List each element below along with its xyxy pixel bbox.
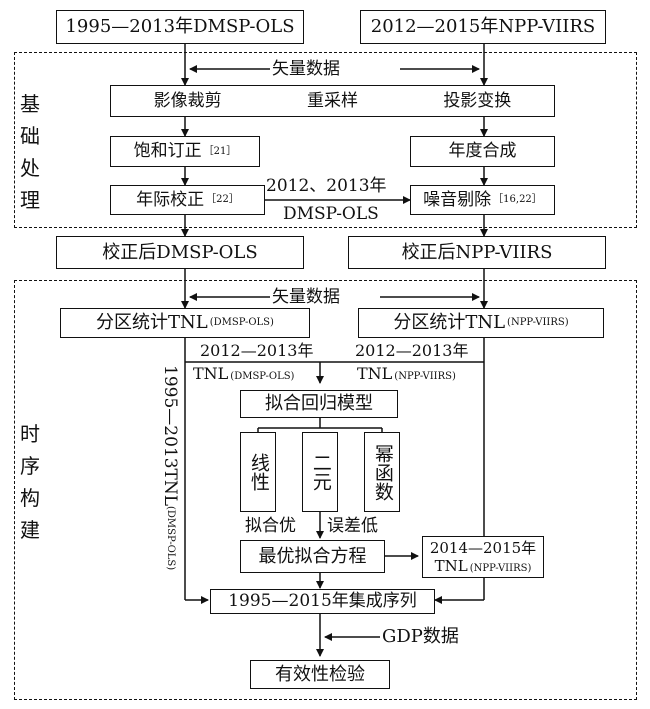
tnl-dmsp-label: TNL(DMSP-OLS) [193, 364, 295, 383]
intercalibration-label: 年际校正 [136, 189, 205, 210]
linear-label: 线性 [247, 453, 270, 491]
vector-data-label-2: 矢量数据 [272, 287, 340, 307]
denoise-box: 噪音剔除［16,22］ [410, 185, 555, 215]
power-label: 幂函数 [371, 443, 394, 501]
intercalibration-box: 年际校正［22］ [110, 185, 265, 215]
time-series-label: 时序构建 [20, 422, 40, 542]
quadratic-box: 二元 [302, 432, 338, 512]
tnl-viirs-main: TNL [357, 364, 393, 383]
corrected-dmsp-box: 校正后DMSP-OLS [56, 236, 304, 269]
viirs-1415-sub: (NPP-VIIRS) [469, 563, 532, 574]
zonal-viirs-box: 分区统计TNL(NPP-VIIRS) [358, 308, 604, 338]
tnl-dmsp-sub: (DMSP-OLS) [230, 371, 295, 382]
validation-label: 有效性检验 [275, 663, 365, 685]
saturation-ref: ［21］ [203, 145, 237, 157]
annual-composite-label: 年度合成 [448, 141, 517, 161]
quadratic-label: 二元 [309, 453, 332, 491]
tnl-dmsp-main: TNL [193, 364, 229, 383]
zonal-dmsp-box: 分区统计TNL(DMSP-OLS) [60, 308, 310, 338]
project-label: 投影变换 [443, 90, 512, 111]
dmsp-input-box: 1995—2013年DMSP-OLS [56, 10, 304, 44]
fit-best-label: 拟合优 [245, 516, 296, 536]
viirs-1415-box: 2014—2015年 TNL(NPP-VIIRS) [422, 536, 544, 578]
basic-processing-region [14, 52, 637, 228]
viirs-1415-main: TNL [434, 557, 468, 575]
denoise-label: 噪音剔除 [423, 189, 492, 210]
basic-processing-label: 基础处理 [20, 92, 40, 212]
viirs-1415-tnl: TNL(NPP-VIIRS) [435, 557, 532, 575]
clip-label: 影像裁剪 [153, 90, 222, 111]
integrated-series-box: 1995—2015年集成序列 [210, 589, 435, 614]
time-series-region [14, 280, 637, 700]
zonal-dmsp-label: 分区统计TNL [96, 312, 208, 333]
linear-box: 线性 [240, 432, 276, 512]
tnl-viirs-sub: (NPP-VIIRS) [394, 371, 456, 382]
zonal-dmsp-sub: (DMSP-OLS) [209, 317, 274, 328]
fit-model-label: 拟合回归模型 [265, 393, 373, 414]
zonal-viirs-label: 分区统计TNL [393, 312, 506, 333]
tnl-viirs-label: TNL(NPP-VIIRS) [357, 366, 456, 382]
dmsp-input-label: 1995—2013年DMSP-OLS [65, 16, 295, 37]
fit-model-box: 拟合回归模型 [240, 390, 398, 418]
resample-label: 重采样 [306, 90, 358, 111]
tnl-viirs-years: 2012—2013年 [355, 341, 469, 360]
viirs-input-box: 2012—2015年NPP-VIIRS [360, 10, 606, 44]
dmsp-sensor-label: DMSP-OLS [283, 204, 379, 224]
denoise-ref: ［16,22］ [493, 194, 542, 205]
dmsp-years-label: 2012、2013年 [266, 176, 387, 196]
saturation-label: 饱和订正 [133, 141, 202, 161]
dmsp-long-series-main: 1995—2013TNL [160, 365, 180, 507]
optimal-equation-label: 最优拟合方程 [258, 545, 367, 567]
viirs-1415-years: 2014—2015年 [429, 539, 537, 557]
optimal-equation-box: 最优拟合方程 [240, 540, 385, 573]
error-low-label: 误差低 [327, 516, 378, 536]
tnl-dmsp-years: 2012—2013年 [200, 341, 314, 360]
vector-data-label-1: 矢量数据 [272, 59, 340, 79]
zonal-viirs-sub: (NPP-VIIRS) [507, 317, 569, 328]
gdp-data-label: GDP数据 [382, 626, 459, 647]
integrated-series-label: 1995—2015年集成序列 [228, 591, 417, 611]
corrected-viirs-box: 校正后NPP-VIIRS [348, 236, 606, 269]
power-box: 幂函数 [364, 432, 400, 512]
corrected-viirs-label: 校正后NPP-VIIRS [401, 241, 553, 263]
dmsp-long-series-label: 1995—2013TNL(DMSP-OLS) [160, 365, 180, 571]
preprocess-row-box: 影像裁剪 重采样 投影变换 [110, 85, 555, 117]
intercalibration-ref: ［22］ [206, 194, 239, 205]
saturation-box: 饱和订正［21］ [110, 136, 260, 167]
dmsp-long-series-sub: (DMSP-OLS) [165, 506, 176, 571]
validation-box: 有效性检验 [250, 660, 390, 689]
viirs-input-label: 2012—2015年NPP-VIIRS [370, 16, 596, 37]
corrected-dmsp-label: 校正后DMSP-OLS [102, 241, 258, 263]
annual-composite-box: 年度合成 [410, 136, 555, 167]
